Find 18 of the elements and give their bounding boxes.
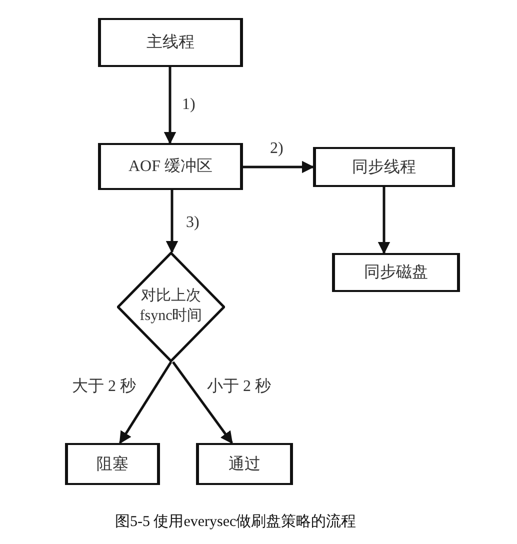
- arrow: [378, 187, 390, 254]
- process-box: 同步磁盘: [332, 253, 460, 292]
- arrow: [166, 190, 178, 254]
- decision-text: 对比上次 fsync时间: [138, 286, 204, 326]
- arrow: [172, 361, 234, 444]
- edge-label: 2): [268, 140, 286, 158]
- process-box: 通过: [196, 443, 293, 485]
- arrow: [243, 160, 314, 174]
- arrow: [164, 67, 176, 144]
- edge-label: 3): [184, 214, 202, 232]
- process-box: 主线程: [98, 18, 243, 67]
- caption: 图5-5 使用everysec做刷盘策略的流程: [115, 512, 356, 531]
- edge-label: 1): [180, 96, 198, 114]
- arrow: [118, 361, 172, 444]
- process-box: 同步线程: [313, 147, 455, 187]
- process-box: AOF 缓冲区: [98, 143, 243, 190]
- decision-diamond: [117, 252, 225, 362]
- process-box: 阻塞: [65, 443, 160, 485]
